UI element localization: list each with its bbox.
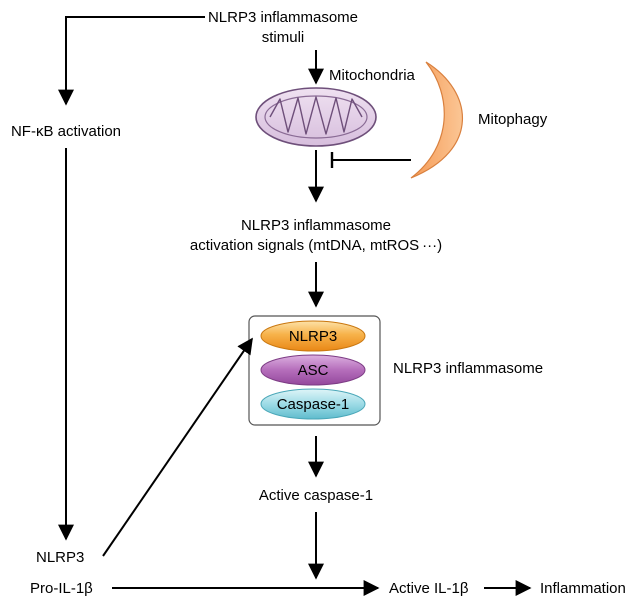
inflammation-label: Inflammation (540, 580, 626, 597)
active-caspase-label: Active caspase-1 (259, 487, 373, 504)
signals-label-line1: NLRP3 inflammasome (241, 217, 391, 234)
pro-il1b-label: Pro-IL-1β (30, 580, 93, 597)
asc-pill: ASC (260, 354, 366, 386)
stimuli-label-line2: stimuli (262, 29, 305, 46)
nlrp3-pill: NLRP3 (260, 320, 366, 352)
inflammasome-label: NLRP3 inflammasome (393, 360, 543, 377)
active-il1b-label: Active IL-1β (389, 580, 469, 597)
complex-nlrp3-label: NLRP3 (289, 328, 337, 345)
mitophagy-label: Mitophagy (478, 111, 548, 128)
stimuli-label-line1: NLRP3 inflammasome (208, 9, 358, 26)
mitochondria-label: Mitochondria (329, 67, 416, 84)
signals-label-line2: activation signals (mtDNA, mtROS ···) (190, 237, 442, 254)
mitophagy-crescent-icon (410, 61, 463, 179)
complex-caspase-label: Caspase-1 (277, 396, 350, 413)
complex-asc-label: ASC (298, 362, 329, 379)
arrow-stimuli-to-nfkb (58, 16, 205, 106)
nlrp3-label: NLRP3 (36, 549, 84, 566)
mitochondrion-icon (255, 87, 377, 147)
nfkb-label: NF-κB activation (11, 123, 121, 140)
arrow-nlrp3-to-complex (102, 337, 253, 557)
caspase-pill: Caspase-1 (260, 388, 366, 420)
